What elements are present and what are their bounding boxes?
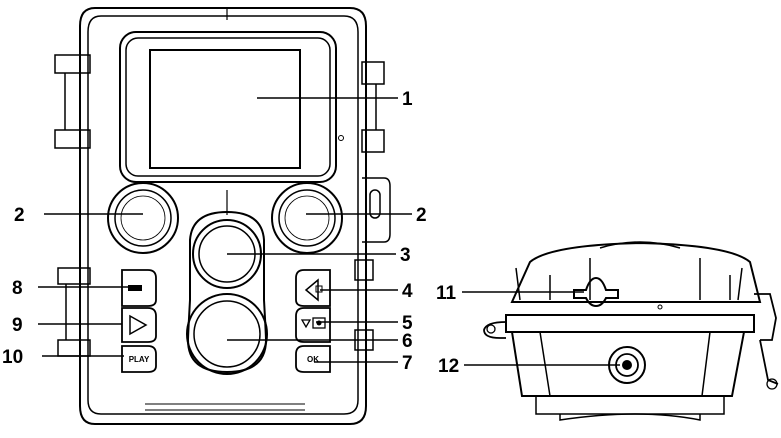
callout-8: 8 [12, 278, 23, 299]
callout-5: 5 [402, 313, 413, 334]
callout-1: 1 [402, 89, 413, 110]
play-button-label: PLAY [129, 355, 150, 364]
callout-6: 6 [402, 331, 413, 352]
pir-sensor [186, 293, 268, 375]
right-latch [354, 61, 391, 351]
screen-bezel [119, 31, 337, 183]
right-button[interactable] [121, 307, 157, 343]
camera-bottom-view [483, 241, 779, 421]
callout-9: 9 [12, 315, 23, 336]
left-arrow-icon [304, 278, 319, 302]
callout-labels: 1 2 2 3 4 5 6 7 8 9 10 11 12 [2, 89, 459, 377]
right-arrow-icon [129, 314, 148, 336]
keyhole-strap-slot-icon [573, 276, 619, 308]
play-button[interactable]: PLAY [121, 345, 157, 373]
callout-7: 7 [402, 353, 413, 374]
callout-leaders [38, 97, 620, 366]
left-hinge [54, 54, 91, 357]
ok-button[interactable]: OK [295, 345, 331, 373]
ok-button-label: OK [307, 355, 319, 364]
callout-2-right: 2 [416, 205, 427, 226]
left-button[interactable] [295, 269, 331, 307]
menu-icon [128, 285, 142, 291]
ir-led-right [271, 182, 343, 254]
callout-4: 4 [402, 281, 413, 302]
callout-2-left: 2 [14, 205, 25, 226]
callout-10: 10 [2, 347, 23, 368]
callout-12: 12 [438, 356, 459, 377]
ir-led-left [107, 182, 179, 254]
down-arrow-camera-icon [300, 319, 312, 329]
callout-3: 3 [400, 245, 411, 266]
down-button[interactable] [295, 307, 331, 343]
camera-front-view: PLAY OK [54, 7, 391, 425]
lcd-screen [149, 49, 301, 169]
menu-button[interactable] [121, 269, 157, 307]
callout-11: 11 [436, 283, 457, 304]
